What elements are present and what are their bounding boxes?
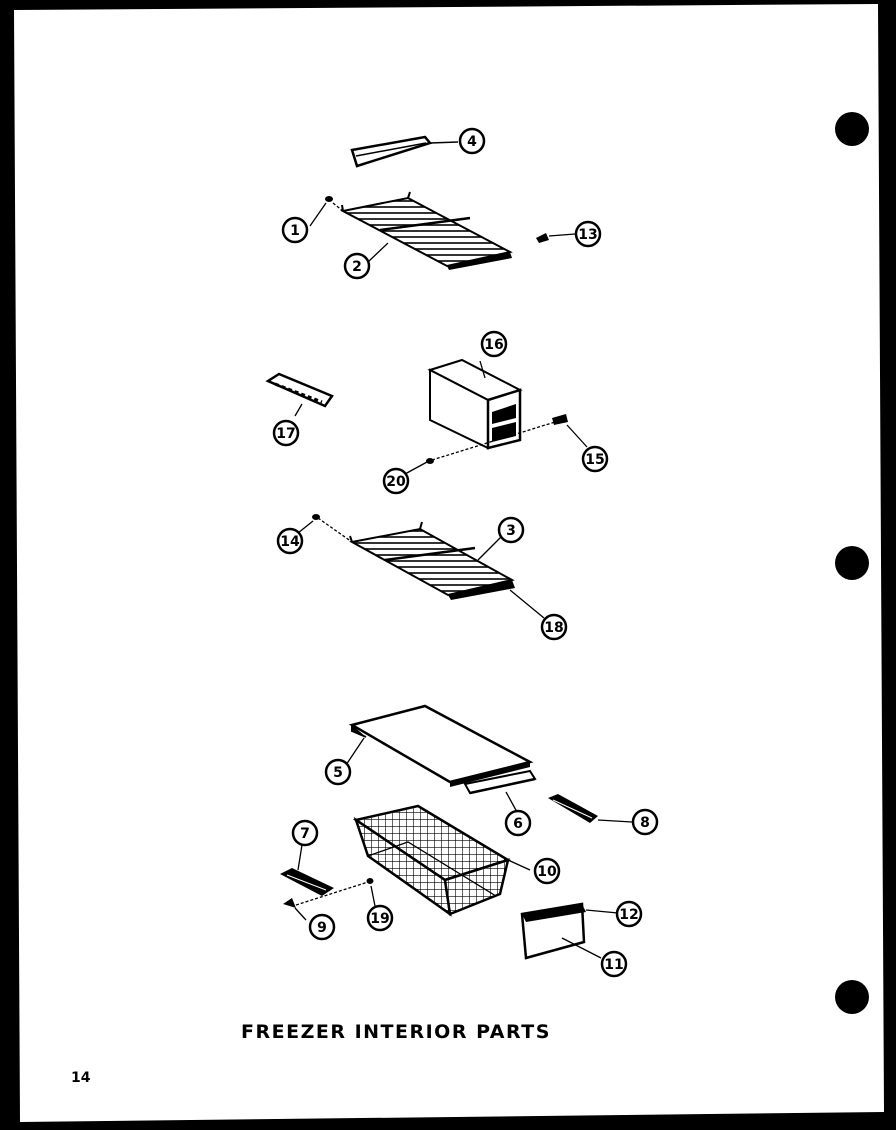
callout-label: 5	[333, 765, 343, 781]
callout-label: 8	[640, 815, 650, 831]
callout-circle	[504, 809, 532, 837]
callout-circle	[291, 819, 319, 847]
callout-label: 6	[513, 816, 523, 832]
callout-circle	[480, 330, 508, 358]
callout-label: 1	[290, 223, 300, 239]
callout-14: 14	[276, 527, 304, 555]
callout-9: 9	[308, 913, 336, 941]
part-ice-tray-17	[265, 372, 334, 417]
callout-label: 19	[370, 911, 389, 927]
part-drawer-front-11-12	[520, 902, 619, 960]
callout-13: 13	[574, 220, 602, 248]
callout-label: 16	[484, 337, 503, 353]
part-fasteners-15-20	[404, 414, 588, 475]
callout-1: 1	[281, 216, 309, 244]
callout-20: 20	[382, 467, 410, 495]
callout-2: 2	[343, 252, 371, 280]
binder-hole-top	[835, 112, 869, 146]
callout-5: 5	[324, 758, 352, 786]
part-cover-5	[345, 704, 534, 787]
callout-label: 20	[386, 474, 406, 490]
callout-6: 6	[504, 809, 532, 837]
callout-15: 15	[581, 445, 609, 473]
callout-label: 9	[317, 920, 327, 936]
binder-hole-middle	[835, 546, 869, 580]
callout-label: 13	[578, 227, 597, 243]
callout-label: 7	[300, 826, 310, 842]
callout-layer: 4 1 13 2 16 17 15 20 14 3 18 5 6 8 7 10 12 9 19 11	[272, 127, 659, 978]
callout-label: 2	[352, 259, 362, 275]
callout-label: 10	[537, 864, 557, 880]
page-number: 14	[71, 1070, 91, 1086]
callout-circle	[574, 220, 602, 248]
callout-circle	[382, 467, 410, 495]
callout-label: 17	[276, 426, 295, 442]
callout-circle	[308, 913, 336, 941]
callout-circle	[631, 808, 659, 836]
part-wire-shelf-upper	[309, 191, 576, 270]
callout-circle	[281, 216, 309, 244]
part-bracket-16	[427, 358, 523, 450]
callout-17: 17	[272, 419, 300, 447]
callout-label: 14	[280, 534, 300, 550]
part-strip-6	[463, 769, 537, 813]
part-basket-10	[352, 804, 531, 917]
part-rail-4	[350, 135, 459, 168]
binder-hole-bottom	[835, 980, 869, 1014]
part-slide-8-right	[548, 794, 633, 823]
callout-circle	[276, 527, 304, 555]
callout-label: 11	[604, 957, 623, 973]
callout-circle	[497, 516, 525, 544]
callout-circle	[581, 445, 609, 473]
callout-11: 11	[600, 950, 628, 978]
callout-circle	[272, 419, 300, 447]
callout-label: 4	[467, 134, 477, 150]
part-slide-7-left	[280, 844, 376, 921]
callout-label: 3	[506, 523, 516, 539]
part-wire-shelf-lower	[297, 514, 545, 619]
callout-3: 3	[497, 516, 525, 544]
callout-circle	[343, 252, 371, 280]
callout-circle	[533, 857, 561, 885]
callout-label: 18	[544, 620, 563, 636]
callout-7: 7	[291, 819, 319, 847]
callout-circle	[324, 758, 352, 786]
diagram-title: FREEZER INTERIOR PARTS	[241, 1021, 551, 1043]
callout-label: 15	[585, 452, 604, 468]
callout-19: 19	[366, 904, 394, 932]
callout-8: 8	[631, 808, 659, 836]
callout-circle	[540, 613, 568, 641]
callout-label: 12	[619, 907, 638, 923]
callout-circle	[366, 904, 394, 932]
callout-18: 18	[540, 613, 568, 641]
callout-16: 16	[480, 330, 508, 358]
callout-10: 10	[533, 857, 561, 885]
callout-4: 4	[458, 127, 486, 155]
callout-12: 12	[615, 900, 643, 928]
callout-circle	[615, 900, 643, 928]
callout-circle	[458, 127, 486, 155]
callout-circle	[600, 950, 628, 978]
